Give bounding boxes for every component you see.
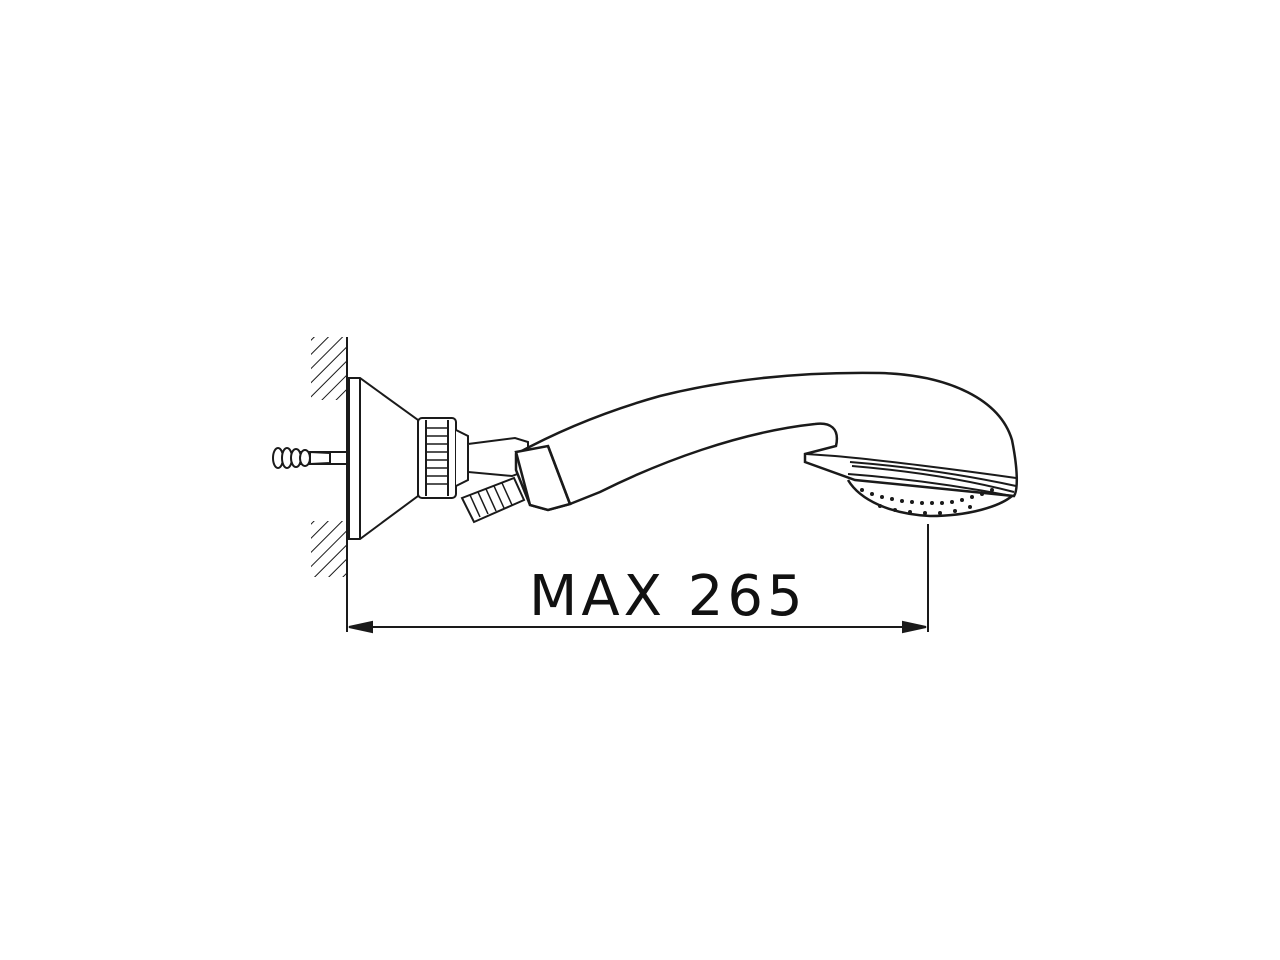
- wall-section: [311, 337, 348, 577]
- spray-nozzles: [860, 488, 994, 515]
- swivel-nut: [417, 417, 469, 499]
- arrow-right: [902, 620, 927, 634]
- arrow-left: [348, 620, 373, 634]
- shower-handle: [514, 371, 1018, 512]
- dimension-label: MAX 265: [529, 564, 807, 629]
- hose-connector: [460, 476, 526, 524]
- dimension-line: [346, 524, 929, 634]
- wall-flange: [348, 377, 419, 540]
- wall-hatch-top: [311, 337, 347, 400]
- wall-hatch-bottom: [311, 521, 347, 577]
- anchor-screw: [272, 447, 347, 469]
- shower-head: [805, 453, 1017, 518]
